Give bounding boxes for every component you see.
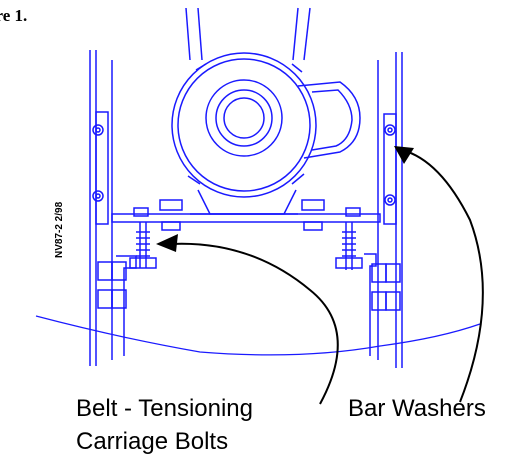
leader-lines — [169, 149, 484, 405]
left-channel — [89, 50, 113, 366]
mounting-plate — [111, 213, 381, 223]
belt-tensioning-arrowhead — [156, 234, 178, 252]
ground-curve — [35, 315, 481, 356]
arrowheads — [156, 146, 414, 252]
plate-bolts — [133, 199, 361, 231]
lower-right-nuts — [371, 263, 401, 311]
left-support-arm — [185, 7, 191, 61]
drawing-linework — [35, 7, 481, 368]
left-support-arm-inner — [197, 7, 203, 61]
left-carriage-bolt — [116, 222, 157, 356]
lower-left-nuts — [97, 261, 127, 309]
bar-washers-leader — [401, 149, 484, 403]
belt-tensioning-label-line2: Carriage Bolts — [76, 428, 229, 455]
right-support-arm-inner — [303, 7, 311, 61]
belt-tensioning-leader — [169, 242, 339, 405]
right-channel — [377, 52, 403, 368]
bar-washers-arrowhead — [394, 146, 414, 164]
figure-title: ure 1. — [0, 6, 28, 25]
belt-tensioning-label-line1: Belt - Tensioning — [76, 395, 253, 422]
right-support-arm — [292, 7, 299, 61]
right-carriage-bolt — [335, 222, 377, 356]
motor — [171, 52, 361, 215]
drawing-stamp: NV87-2 2/98 — [54, 201, 65, 258]
bar-washers-label: Bar Washers — [348, 395, 486, 422]
